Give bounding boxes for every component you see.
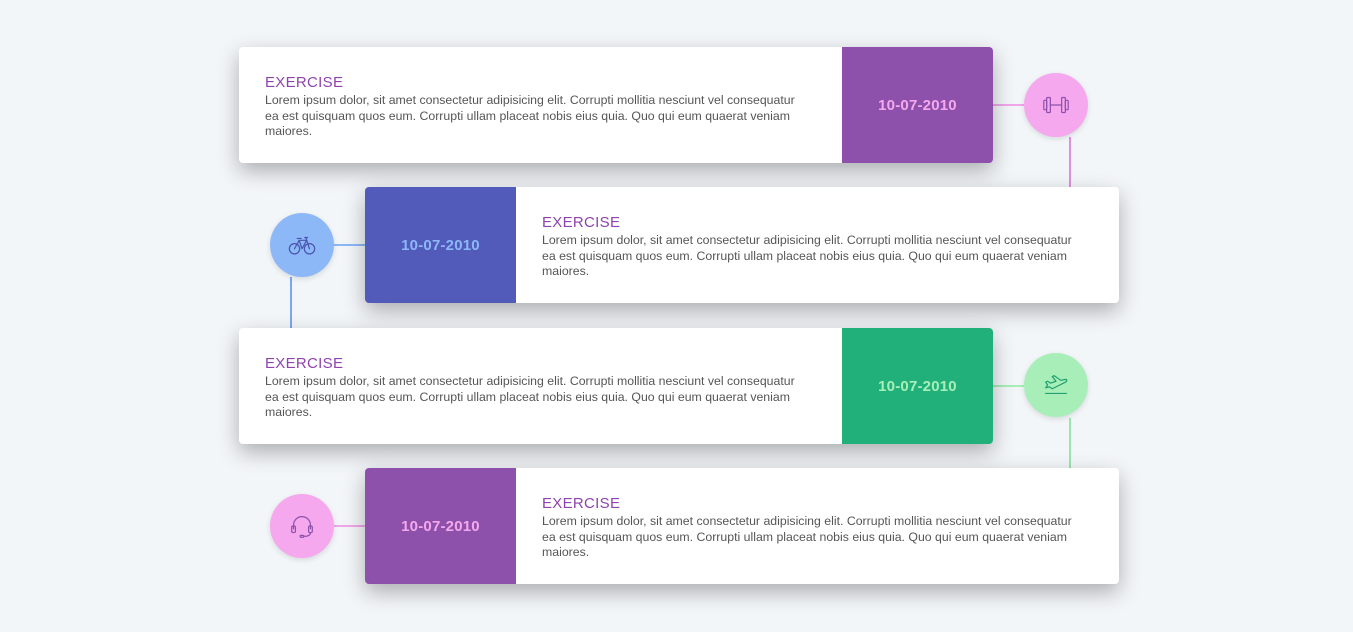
card-content: EXERCISE Lorem ipsum dolor, sit amet con… [542, 214, 1087, 280]
card-title: EXERCISE [542, 214, 621, 231]
timeline-icon-circle [1024, 353, 1088, 417]
timeline-icon-circle [270, 494, 334, 558]
airplane-icon [1045, 375, 1068, 395]
card-date: 10-07-2010 [842, 47, 993, 163]
dumbbell-icon [1043, 96, 1069, 114]
connector-line [1069, 418, 1071, 468]
timeline-card: EXERCISE Lorem ipsum dolor, sit amet con… [239, 47, 993, 163]
card-text: Lorem ipsum dolor, sit amet consectetur … [265, 93, 795, 138]
card-content: EXERCISE Lorem ipsum dolor, sit amet con… [265, 355, 810, 421]
card-text: Lorem ipsum dolor, sit amet consectetur … [542, 514, 1072, 559]
card-content: EXERCISE Lorem ipsum dolor, sit amet con… [265, 74, 810, 140]
card-date: 10-07-2010 [365, 187, 516, 303]
connector-line [334, 244, 365, 246]
card-title: EXERCISE [265, 355, 344, 372]
timeline-card: 10-07-2010 EXERCISE Lorem ipsum dolor, s… [365, 187, 1119, 303]
card-text: Lorem ipsum dolor, sit amet consectetur … [542, 233, 1072, 278]
connector-line [1069, 137, 1071, 187]
timeline-icon-circle [270, 213, 334, 277]
headset-icon [291, 516, 313, 538]
card-title: EXERCISE [265, 74, 344, 91]
card-content: EXERCISE Lorem ipsum dolor, sit amet con… [542, 495, 1087, 561]
card-text: Lorem ipsum dolor, sit amet consectetur … [265, 374, 795, 419]
timeline-icon-circle [1024, 73, 1088, 137]
card-date: 10-07-2010 [365, 468, 516, 584]
connector-line [993, 385, 1024, 387]
connector-line [993, 104, 1024, 106]
timeline-card: 10-07-2010 EXERCISE Lorem ipsum dolor, s… [365, 468, 1119, 584]
timeline-card: EXERCISE Lorem ipsum dolor, sit amet con… [239, 328, 993, 444]
card-date: 10-07-2010 [842, 328, 993, 444]
connector-line [334, 525, 365, 527]
connector-line [290, 277, 292, 328]
card-title: EXERCISE [542, 495, 621, 512]
bicycle-icon [288, 236, 316, 255]
